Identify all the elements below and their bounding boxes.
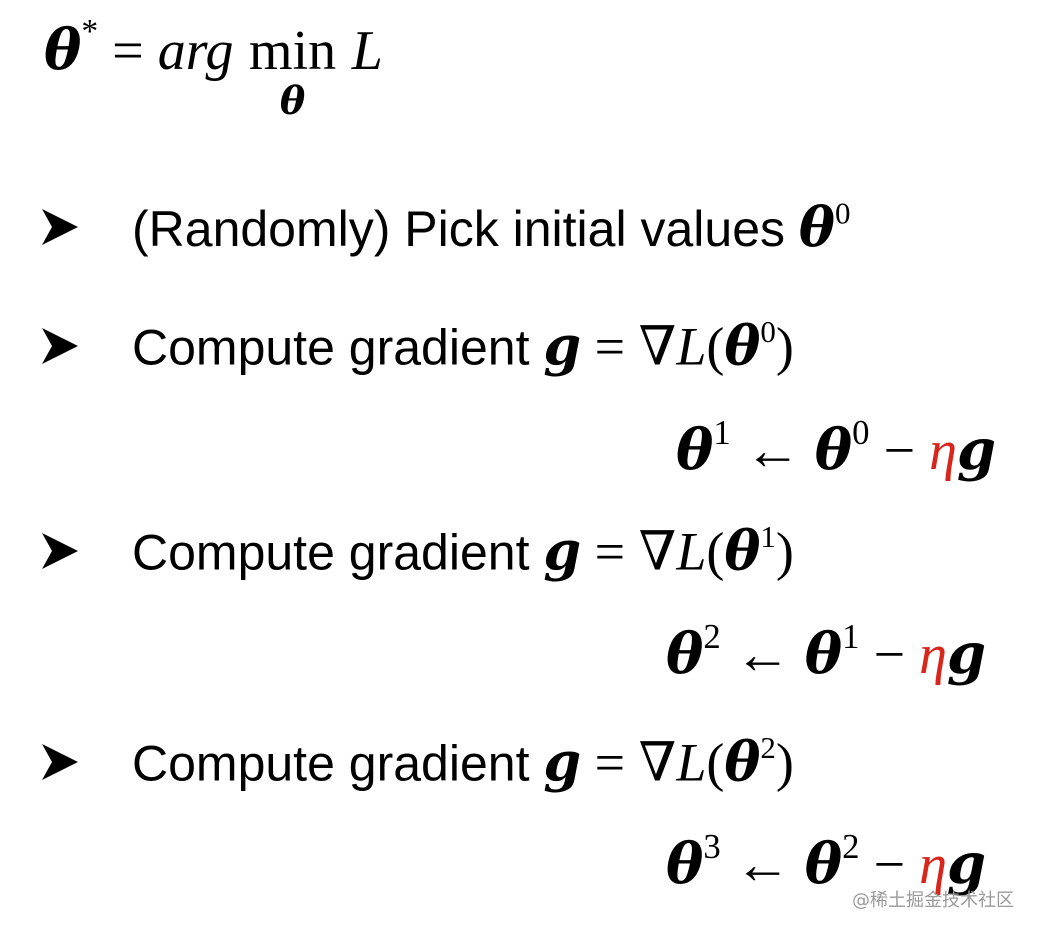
minus-sign: − xyxy=(883,420,916,482)
left-arrow-icon: ← xyxy=(734,624,791,686)
open-paren: ( xyxy=(706,316,725,377)
step-2-label: Compute gradient xyxy=(132,319,544,376)
loss-symbol: L xyxy=(676,316,707,377)
step-3: Compute gradient g = ∇L(θ1) xyxy=(0,511,1040,591)
min-subscript-theta: θ xyxy=(279,78,306,123)
objective-equation: θ* = arg min θ L xyxy=(44,15,383,120)
star-superscript: * xyxy=(81,13,99,51)
step-2: Compute gradient g = ∇L(θ0) xyxy=(0,306,1040,386)
min-text: min xyxy=(249,20,337,82)
step-3-text: Compute gradient g = ∇L(θ1) xyxy=(132,521,794,582)
nabla-symbol: ∇ xyxy=(638,521,677,582)
equals-sign: = xyxy=(581,732,639,793)
equals-sign: = xyxy=(98,20,158,82)
step-1-label: (Randomly) Pick initial values xyxy=(132,201,799,257)
theta-symbol: θ xyxy=(724,518,761,583)
superscript: 0 xyxy=(834,195,851,231)
theta-symbol: θ xyxy=(44,17,82,83)
gradient-symbol: g xyxy=(946,621,986,687)
superscript: 2 xyxy=(842,827,860,867)
theta-symbol: θ xyxy=(724,313,761,378)
close-paren: ) xyxy=(775,316,794,377)
superscript: 1 xyxy=(713,413,731,453)
loss-symbol: L xyxy=(676,732,707,793)
step-4: Compute gradient g = ∇L(θ2) xyxy=(0,722,1040,802)
update-2: θ2←θ1−ηg xyxy=(666,619,986,686)
min-operator: min θ xyxy=(249,20,337,120)
superscript: 2 xyxy=(760,730,776,766)
minus-sign: − xyxy=(873,624,906,686)
step-1-text: (Randomly) Pick initial values θ0 xyxy=(132,198,850,257)
theta-symbol: θ xyxy=(798,195,835,259)
gradient-symbol: g xyxy=(543,313,582,378)
loss-symbol: L xyxy=(351,20,383,82)
superscript: 3 xyxy=(703,827,721,867)
left-arrow-icon: ← xyxy=(734,834,791,896)
step-4-text: Compute gradient g = ∇L(θ2) xyxy=(132,732,794,793)
update-1: θ1←θ0−ηg xyxy=(676,415,996,482)
equals-sign: = xyxy=(581,521,639,582)
learning-rate-eta: η xyxy=(919,624,947,686)
arrowhead-bullet-icon xyxy=(42,533,78,569)
theta-symbol: θ xyxy=(804,621,843,687)
open-paren: ( xyxy=(706,732,725,793)
superscript: 2 xyxy=(703,617,721,657)
open-paren: ( xyxy=(706,521,725,582)
watermark: @稀土掘金技术社区 xyxy=(852,890,1014,911)
superscript: 1 xyxy=(842,617,860,657)
theta-symbol: θ xyxy=(724,729,761,794)
step-1: (Randomly) Pick initial values θ0 xyxy=(0,187,1040,267)
learning-rate-eta: η xyxy=(919,834,947,896)
superscript: 0 xyxy=(760,314,776,350)
step-3-label: Compute gradient xyxy=(132,524,544,581)
left-arrow-icon: ← xyxy=(744,420,801,482)
theta-symbol: θ xyxy=(814,417,853,483)
gradient-symbol: g xyxy=(946,831,986,897)
arrowhead-bullet-icon xyxy=(42,209,78,245)
theta-symbol: θ xyxy=(666,831,704,897)
superscript: 0 xyxy=(852,413,870,453)
close-paren: ) xyxy=(775,521,794,582)
close-paren: ) xyxy=(775,732,794,793)
update-3: θ3←θ2−ηg xyxy=(666,829,986,896)
nabla-symbol: ∇ xyxy=(638,732,677,793)
minus-sign: − xyxy=(873,834,906,896)
gradient-symbol: g xyxy=(956,417,996,483)
superscript: 1 xyxy=(760,519,776,555)
step-4-label: Compute gradient xyxy=(132,735,544,792)
gradient-symbol: g xyxy=(543,518,582,583)
nabla-symbol: ∇ xyxy=(638,316,677,377)
theta-symbol: θ xyxy=(804,831,843,897)
loss-symbol: L xyxy=(676,521,707,582)
arrowhead-bullet-icon xyxy=(42,744,78,780)
theta-symbol: θ xyxy=(666,621,704,687)
step-2-text: Compute gradient g = ∇L(θ0) xyxy=(132,316,794,377)
learning-rate-eta: η xyxy=(929,420,957,482)
arg-text: arg xyxy=(157,20,234,82)
theta-symbol: θ xyxy=(676,417,714,483)
gradient-symbol: g xyxy=(543,729,582,794)
arrowhead-bullet-icon xyxy=(42,328,78,364)
equals-sign: = xyxy=(581,316,639,377)
